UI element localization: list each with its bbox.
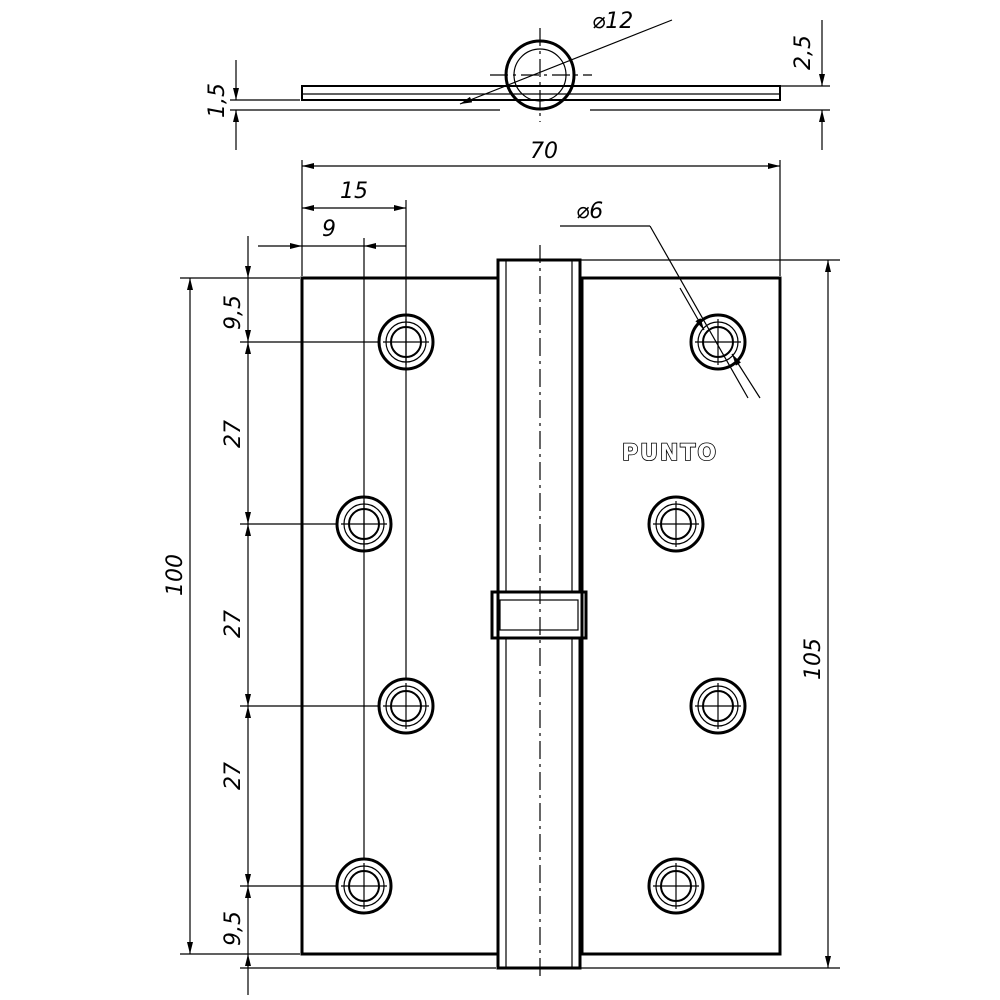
knuckle-joint (490, 590, 588, 640)
overall-height-label: 105 (801, 638, 826, 680)
hole-spacing-label: 27 (221, 762, 246, 790)
screw-hole (647, 857, 705, 915)
screw-hole (689, 313, 747, 371)
screw-hole (335, 857, 393, 915)
leaf-thickness-label: 1,5 (205, 83, 230, 118)
overall-width-label: 70 (530, 139, 558, 164)
hole-spacing-label: 27 (221, 420, 246, 448)
screw-hole (689, 677, 747, 735)
leaf-height-label: 100 (163, 554, 188, 596)
hole-offset-15-label: 15 (340, 179, 368, 204)
hole-diameter-label: ⌀6 (576, 199, 603, 224)
pin-protrusion-label: 2,5 (791, 35, 816, 70)
lower-knuckle (496, 636, 582, 970)
screw-hole (647, 495, 705, 553)
side-view-leaf (301, 85, 781, 101)
front-view: PUNTO (163, 139, 840, 995)
upper-knuckle (496, 258, 582, 594)
pin-diameter-leader (459, 19, 673, 105)
screw-hole (377, 677, 435, 735)
right-leaf (580, 276, 782, 956)
hole-diameter-leader (649, 225, 749, 399)
brand-mark: PUNTO (622, 441, 718, 466)
top-margin-label: 9,5 (221, 295, 246, 330)
bottom-margin-label: 9,5 (221, 911, 246, 946)
side-view: ⌀12 1,5 2,5 (205, 9, 830, 150)
screw-holes (335, 313, 747, 915)
pin-diameter-label: ⌀12 (592, 9, 633, 34)
left-leaf (300, 276, 500, 956)
hole-spacing-label: 27 (221, 610, 246, 638)
hole-offset-9-label: 9 (322, 217, 336, 242)
